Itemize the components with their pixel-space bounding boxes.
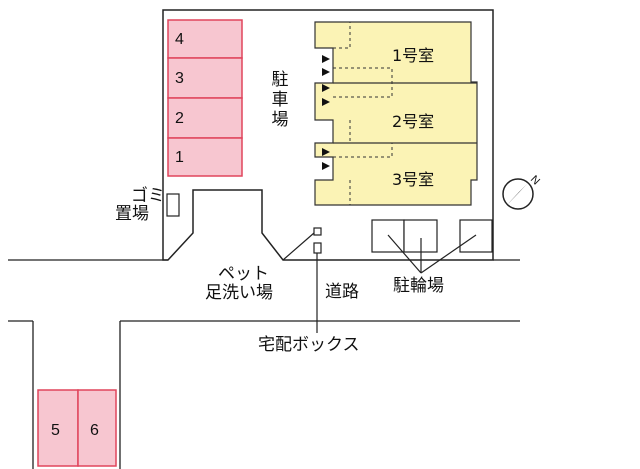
slot-label-6: 6 — [90, 422, 99, 439]
slot-label-5: 5 — [51, 422, 60, 439]
pet-footwash — [313, 227, 322, 236]
parking-slot-6 — [77, 389, 117, 467]
slot-label-1: 1 — [175, 149, 184, 166]
garbage-bin — [166, 193, 180, 217]
compass: N — [502, 173, 542, 210]
parking-slot-5 — [37, 389, 79, 467]
garbage-label-line2: 置場 — [115, 204, 149, 224]
road-label: 道路 — [325, 282, 359, 302]
building-outline — [314, 21, 478, 206]
slot-label-2: 2 — [175, 110, 184, 127]
pet-label-line1: ペット — [218, 264, 269, 284]
slot-label-4: 4 — [175, 31, 184, 48]
parking-slots-lower — [37, 389, 117, 467]
parking-slot-2 — [167, 97, 243, 139]
parking-label-char-3: 場 — [271, 110, 289, 130]
parking-label-char-2: 車 — [271, 90, 289, 110]
compass-ring — [502, 178, 534, 210]
slot-label-3: 3 — [175, 70, 184, 87]
parking-label: 駐 車 場 — [270, 70, 290, 130]
interior-walls — [333, 22, 393, 205]
parking-slot-3 — [167, 57, 243, 99]
pet-leader — [282, 232, 315, 261]
bike-leaders — [387, 234, 477, 274]
delivery-box — [313, 242, 322, 254]
garbage-label-line1: ゴミ — [131, 186, 165, 206]
bike-parking-label: 駐輪場 — [393, 276, 444, 296]
entrance-markers — [322, 55, 330, 170]
compass-needle — [507, 184, 527, 205]
pet-label-line2: 足洗い場 — [205, 283, 273, 303]
building — [314, 21, 478, 206]
unit-label-3: 3号室 — [392, 170, 435, 189]
unit-label-1: 1号室 — [392, 46, 435, 65]
delivery-box-label: 宅配ボックス — [258, 335, 360, 355]
parking-slots-upper — [167, 19, 243, 177]
parking-slot-1 — [167, 137, 243, 177]
parking-label-char-1: 駐 — [271, 70, 289, 90]
unit-label-2: 2号室 — [392, 112, 435, 131]
